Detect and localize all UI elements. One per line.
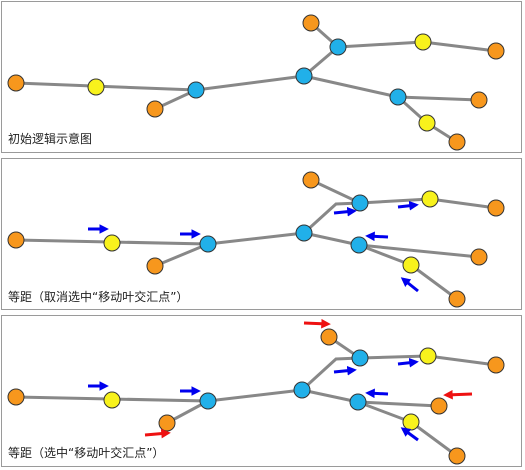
middle-node — [103, 391, 121, 409]
middle-node — [402, 256, 420, 274]
caption-initial: 初始逻辑示意图 — [8, 132, 93, 146]
red-arrow — [144, 428, 171, 439]
diagram-edge — [428, 197, 498, 210]
leaf-node — [7, 388, 25, 406]
diagram-edge — [336, 40, 425, 49]
leaf-node — [470, 248, 488, 266]
blue-arrow — [397, 200, 419, 211]
diagram-edge — [153, 242, 210, 268]
middle-node — [419, 347, 437, 365]
diagram-edge — [206, 388, 304, 403]
diagram-edge — [309, 178, 362, 205]
leaf-node — [448, 290, 466, 308]
leaf-node — [146, 257, 164, 275]
leaf-node — [158, 414, 176, 432]
leaf-node — [7, 231, 25, 249]
diagram-edge — [302, 231, 361, 247]
leaf-node — [320, 328, 338, 346]
junction-node — [199, 235, 217, 253]
diagram-edge — [409, 420, 459, 458]
diagram-edge — [300, 356, 362, 392]
panel-equal-unchecked: 等距（取消选中“移动叶交汇点”） — [1, 158, 522, 310]
caption-equal-checked: 等距（选中“移动叶交汇点”） — [8, 446, 165, 460]
diagram-edge — [356, 400, 441, 408]
junction-node — [295, 224, 313, 242]
junction-node — [349, 393, 367, 411]
junction-node — [351, 194, 369, 212]
blue-arrow — [365, 388, 389, 399]
junction-node — [199, 392, 217, 410]
diagram-edge — [426, 354, 498, 367]
diagram-edge — [357, 243, 481, 259]
diagram-equal-unchecked — [7, 171, 505, 308]
leaf-node — [430, 397, 448, 415]
middle-node — [418, 114, 436, 132]
middle-node — [87, 78, 105, 96]
leaf-node — [470, 91, 488, 109]
middle-node — [421, 190, 439, 208]
leaf-node — [487, 199, 505, 217]
middle-node — [414, 33, 432, 51]
junction-node — [329, 38, 347, 56]
leaf-node — [448, 447, 466, 465]
diagram-edge — [409, 263, 459, 301]
diagram-edge — [302, 201, 362, 235]
leaf-node — [448, 133, 466, 151]
red-arrow — [443, 389, 473, 400]
diagram-edge — [302, 74, 400, 99]
blue-arrow — [333, 206, 357, 217]
blue-arrow — [397, 357, 419, 368]
blue-arrow — [365, 231, 389, 242]
junction-node — [295, 67, 313, 85]
red-arrow — [303, 318, 331, 329]
diagram-edge — [358, 197, 432, 205]
middle-node — [402, 413, 420, 431]
blue-arrow — [400, 277, 419, 293]
junction-node — [350, 236, 368, 254]
middle-node — [103, 234, 121, 252]
diagram-edge — [194, 74, 306, 92]
caption-equal-unchecked: 等距（取消选中“移动叶交汇点”） — [8, 290, 189, 304]
diagram-edge — [358, 354, 430, 360]
diagram-equal-checked — [7, 318, 505, 465]
junction-node — [187, 81, 205, 99]
leaf-node — [487, 356, 505, 374]
junction-node — [293, 381, 311, 399]
diagram-initial — [7, 14, 505, 151]
diagram-edge — [356, 400, 413, 424]
diagram-edge — [357, 243, 413, 267]
diagram-edge — [300, 388, 360, 404]
blue-arrow — [333, 365, 357, 376]
diagram-edge — [14, 81, 198, 92]
leaf-node — [302, 14, 320, 32]
leaf-node — [146, 100, 164, 118]
leaf-node — [302, 171, 320, 189]
junction-node — [389, 88, 407, 106]
junction-node — [351, 349, 369, 367]
leaf-node — [487, 42, 505, 60]
diagram-edge — [396, 95, 481, 102]
leaf-node — [7, 74, 25, 92]
panel-equal-checked: 等距（选中“移动叶交汇点”） — [1, 315, 522, 467]
diagram-edge — [206, 231, 306, 246]
diagram-edge — [421, 40, 498, 53]
blue-arrow — [400, 427, 419, 442]
panel-initial: 初始逻辑示意图 — [1, 1, 522, 153]
